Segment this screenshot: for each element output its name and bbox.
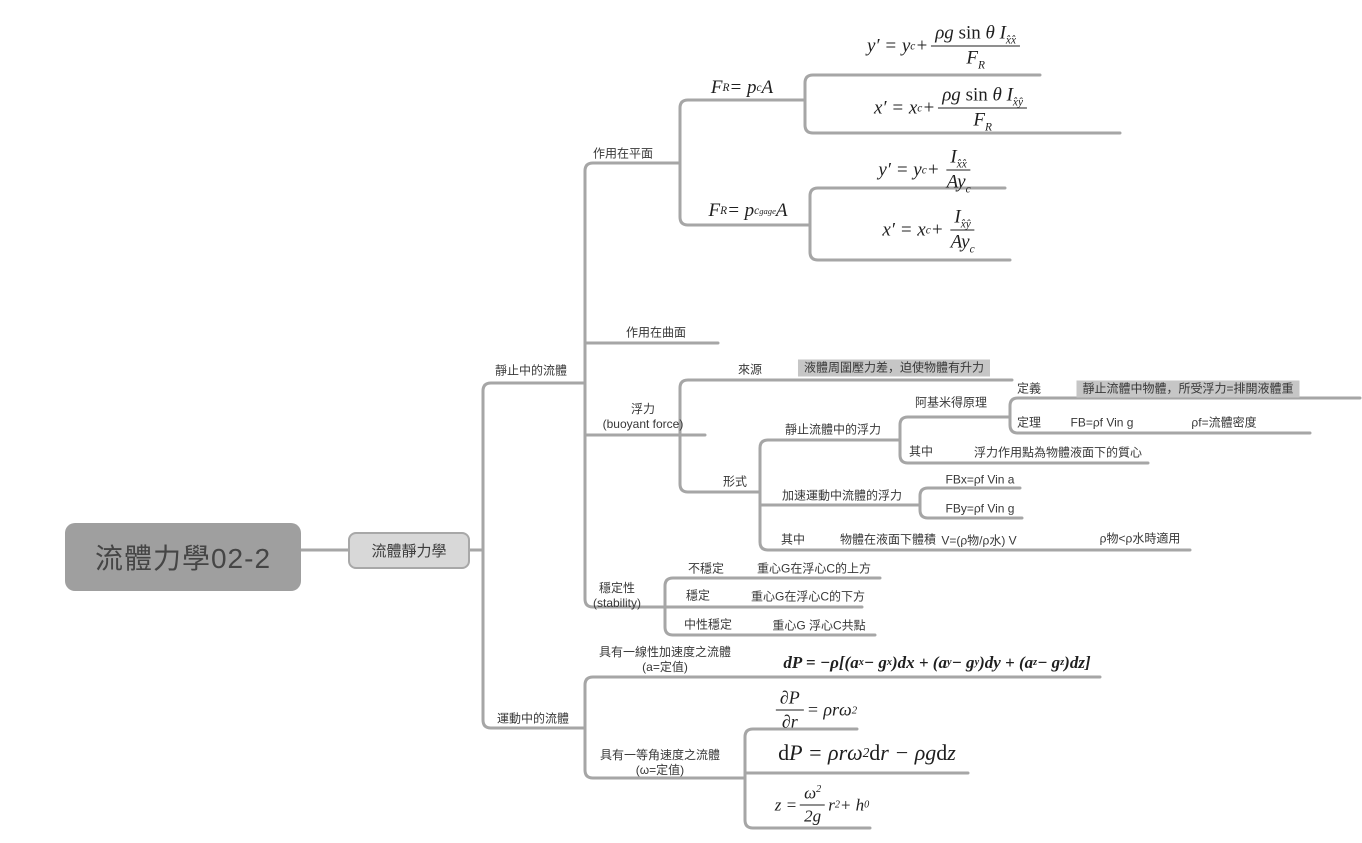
topic-unstable[interactable]: 不穩定 — [687, 561, 725, 576]
topic-archimedes[interactable]: 阿基米得原理 — [914, 395, 988, 410]
connector — [663, 576, 882, 637]
topic-theorem-note[interactable]: ρf=流體密度 — [1191, 415, 1257, 430]
topic-definition-text[interactable]: 靜止流體中物體，所受浮力=排開液體重 — [1076, 380, 1300, 398]
topic-theorem-equation[interactable]: FB=ρf Vin g — [1070, 415, 1134, 430]
topic-buoyancy-zh: 浮力 — [630, 402, 655, 416]
connector — [803, 73, 1122, 135]
topic-angular-velocity-note: (ω=定值) — [635, 763, 685, 777]
connector — [758, 438, 1192, 552]
connector — [678, 378, 1014, 494]
connector — [918, 486, 1024, 520]
topic-moving-fluid[interactable]: 運動中的流體 — [496, 711, 570, 726]
topic-unstable-text[interactable]: 重心G在浮心C的上方 — [756, 561, 872, 576]
topic-among-2[interactable]: 其中 — [780, 532, 806, 547]
root-topic-label: 流體力學02-2 — [94, 543, 272, 574]
topic-stability[interactable]: 穩定性 (stability) — [593, 581, 641, 611]
topic-buoyancy-en: (buoyant force) — [602, 417, 684, 431]
topic-stability-zh: 穩定性 — [598, 581, 636, 595]
topic-neutral-stable[interactable]: 中性穩定 — [683, 617, 733, 632]
topic-stable-text[interactable]: 重心G在浮心C的下方 — [750, 589, 866, 604]
topic-acting-on-plane[interactable]: 作用在平面 — [592, 146, 654, 161]
connector — [743, 727, 872, 830]
topic-form[interactable]: 形式 — [722, 474, 748, 489]
connector — [583, 161, 864, 609]
topic-volume-equation[interactable]: V=(ρ物/ρ水) V — [941, 533, 1017, 548]
topic-stable[interactable]: 穩定 — [685, 588, 711, 603]
topic-buoyancy-accelerating[interactable]: 加速運動中流體的浮力 — [781, 488, 903, 503]
topic-angular-velocity-zh: 具有一等角速度之流體 — [599, 748, 721, 762]
connector — [808, 186, 1012, 262]
connector — [583, 675, 1102, 780]
topic-linear-acceleration-note: (a=定值) — [642, 660, 688, 674]
topic-submerged-volume[interactable]: 物體在液面下體積 — [839, 532, 937, 547]
topic-among-1-text[interactable]: 浮力作用點為物體液面下的質心 — [973, 445, 1143, 460]
topic-acting-on-curved[interactable]: 作用在曲面 — [625, 325, 687, 340]
topic-among-1[interactable]: 其中 — [908, 444, 934, 459]
topic-stability-en: (stability) — [592, 596, 642, 610]
topic-neutral-stable-text[interactable]: 重心G 浮心C共點 — [772, 618, 866, 633]
topic-buoyancy[interactable]: 浮力 (buoyant force) — [603, 402, 684, 432]
root-topic[interactable]: 流體力學02-2 — [65, 523, 301, 591]
topic-fbx-equation[interactable]: FBx=ρf Vin a — [945, 472, 1015, 487]
topic-source-text[interactable]: 液體周圍壓力差，迫使物體有升力 — [797, 359, 991, 377]
topic-source[interactable]: 來源 — [737, 362, 763, 377]
topic-linear-acceleration-zh: 具有一線性加速度之流體 — [598, 645, 732, 659]
connector — [678, 98, 812, 227]
topic-theorem[interactable]: 定理 — [1016, 415, 1042, 430]
topic-hydrostatics[interactable]: 流體靜力學 — [348, 532, 470, 569]
topic-hydrostatics-label: 流體靜力學 — [371, 543, 447, 560]
topic-fby-equation[interactable]: FBy=ρf Vin g — [945, 501, 1015, 516]
topic-static-fluid[interactable]: 靜止中的流體 — [494, 363, 568, 378]
topic-linear-acceleration[interactable]: 具有一線性加速度之流體 (a=定值) — [599, 645, 731, 675]
topic-definition[interactable]: 定義 — [1016, 381, 1042, 396]
connector — [1008, 396, 1362, 435]
connector — [481, 381, 587, 730]
topic-angular-velocity[interactable]: 具有一等角速度之流體 (ω=定值) — [600, 748, 720, 778]
connector — [898, 415, 1150, 465]
topic-volume-note[interactable]: ρ物<ρ水時適用 — [1099, 531, 1181, 546]
topic-buoyancy-static[interactable]: 靜止流體中的浮力 — [784, 422, 882, 437]
